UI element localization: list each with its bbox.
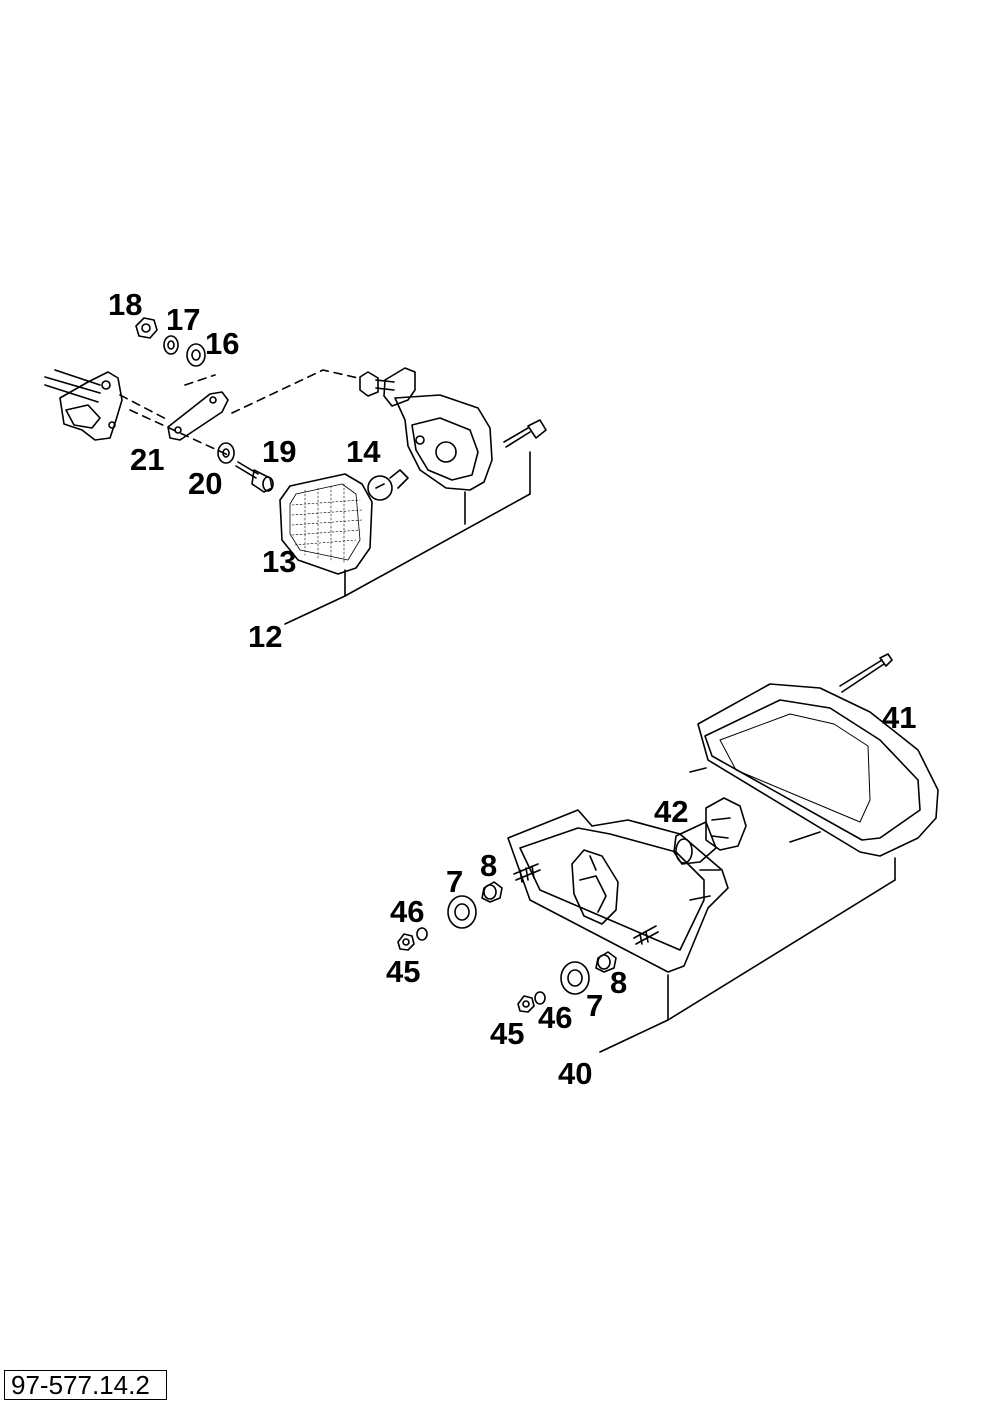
- label-part-19: 19: [262, 434, 296, 469]
- frame-bracket: [44, 369, 123, 441]
- washer-20: [217, 442, 235, 464]
- alignment-lines: [119, 369, 359, 456]
- stud-right: [633, 925, 659, 945]
- label-part-45-lower: 45: [490, 1016, 524, 1051]
- label-part-40: 40: [558, 1056, 592, 1091]
- stud-left: [513, 863, 541, 883]
- label-part-8-upper: 8: [480, 848, 497, 883]
- spacer-8-upper: [481, 881, 503, 903]
- washer-16: [186, 343, 206, 367]
- label-part-17: 17: [166, 302, 200, 337]
- label-part-42: 42: [654, 794, 688, 829]
- turn-signal-housing: [359, 367, 493, 491]
- screw-19: [235, 461, 274, 493]
- tail-light-base-40: [507, 809, 729, 973]
- leader-lines-lower: [599, 857, 896, 1053]
- label-part-12: 12: [248, 619, 282, 654]
- label-part-16: 16: [205, 326, 239, 361]
- lens-13: [279, 473, 373, 575]
- label-part-46-upper: 46: [390, 894, 424, 929]
- grommet-7-upper: [447, 895, 477, 929]
- lock-washer-46-upper: [416, 927, 428, 941]
- nut-45-lower: [517, 995, 535, 1013]
- spring-washer-17: [163, 335, 179, 355]
- holding-plate-21: [167, 391, 229, 441]
- housing-screw: [503, 419, 547, 448]
- spacer-8-lower: [595, 951, 617, 973]
- label-part-8-lower: 8: [610, 965, 627, 1000]
- drawing-reference-code: 97-577.14.2: [4, 1370, 167, 1400]
- label-part-18: 18: [108, 287, 142, 322]
- label-part-14: 14: [346, 434, 381, 469]
- grommet-7-lower: [560, 961, 590, 995]
- leader-lines-upper: [284, 451, 531, 625]
- long-screw: [839, 653, 893, 693]
- label-part-20: 20: [188, 466, 222, 501]
- lock-washer-46-lower: [534, 991, 546, 1005]
- label-part-46-lower: 46: [538, 1000, 572, 1035]
- tail-lens-41: [689, 683, 939, 857]
- label-part-21: 21: [130, 442, 164, 477]
- nut-18: [135, 317, 158, 339]
- bulb-14: [367, 469, 409, 501]
- label-part-45-upper: 45: [386, 954, 420, 989]
- nut-45-upper: [397, 933, 415, 951]
- label-part-41: 41: [882, 700, 916, 735]
- label-part-7-lower: 7: [586, 988, 603, 1023]
- label-part-13: 13: [262, 544, 296, 579]
- label-part-7-upper: 7: [446, 864, 463, 899]
